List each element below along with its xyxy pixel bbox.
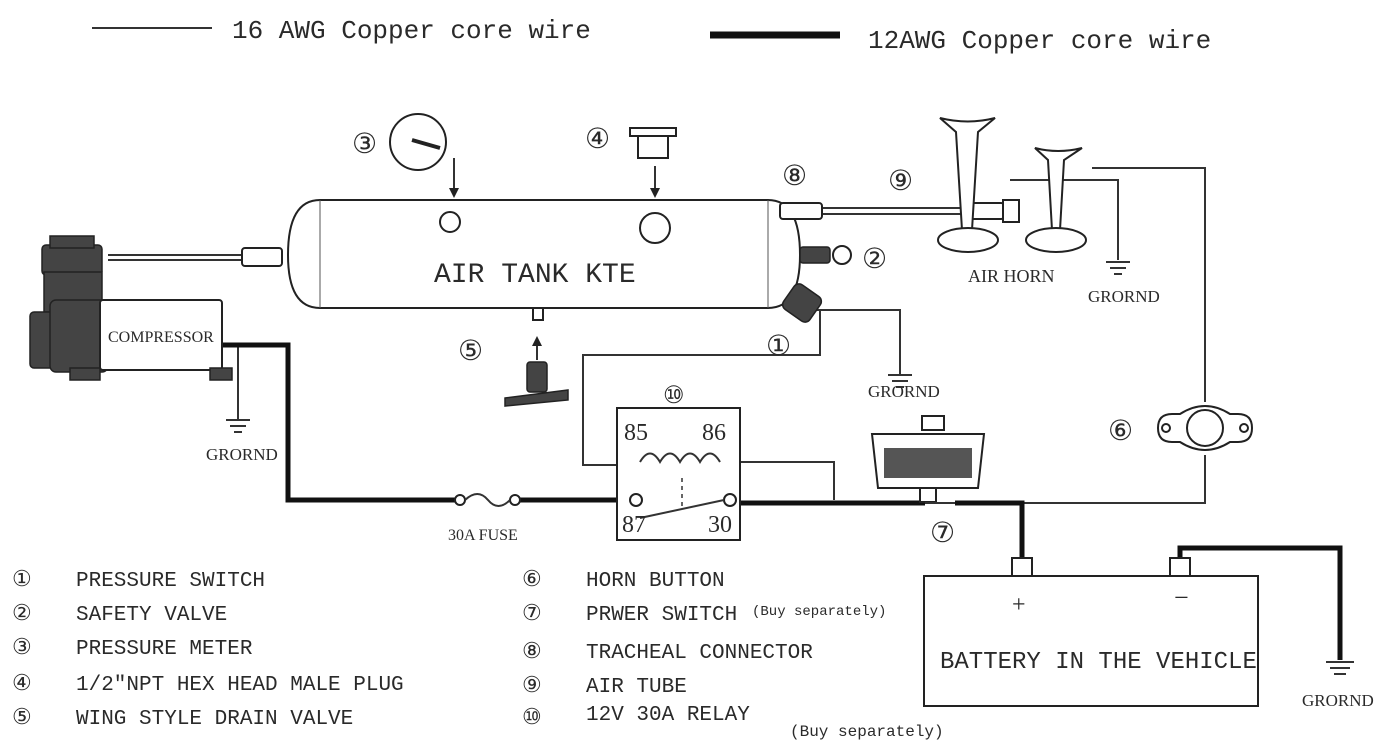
- legend: 16 AWG Copper core wire 12AWG Copper cor…: [92, 16, 1211, 56]
- tracheal-connector: [779, 202, 1005, 220]
- part-label-8: TRACHEAL CONNECTOR: [586, 642, 813, 665]
- relay: 85 86 87 30: [616, 407, 741, 541]
- air-tank-label: AIR TANK KTE: [434, 260, 636, 291]
- battery: + − BATTERY IN THE VEHICLE: [923, 557, 1259, 707]
- compressor-label: COMPRESSOR: [108, 329, 214, 346]
- thin-wires: [108, 167, 1206, 504]
- part-num-3: ③: [12, 634, 32, 659]
- pressure-meter: [389, 113, 459, 198]
- part-num-5: ⑤: [12, 704, 32, 729]
- part-label-6: HORN BUTTON: [586, 570, 725, 593]
- parts-list-left: ① PRESSURE SWITCH ② SAFETY VALVE ③ PRESS…: [12, 566, 404, 731]
- callout-10: ⑩: [663, 383, 685, 409]
- ground-battery: GRORND: [1302, 661, 1374, 710]
- part-label-1: PRESSURE SWITCH: [76, 570, 265, 593]
- legend-thick-label: 12AWG Copper core wire: [868, 26, 1211, 56]
- fuse: 30A FUSE: [448, 493, 521, 544]
- callout-5: ⑤: [458, 336, 483, 367]
- air-horn-label: AIR HORN: [968, 266, 1055, 286]
- ground-switch: GRORND: [868, 374, 940, 401]
- part-num-8: ⑧: [522, 638, 542, 663]
- part-num-2: ②: [12, 600, 32, 625]
- callout-7: ⑦: [930, 518, 955, 549]
- legend-thin-label: 16 AWG Copper core wire: [232, 16, 591, 46]
- callouts: ① ② ③ ④ ⑤ ⑥ ⑦ ⑧ ⑨ ⑩: [352, 124, 1133, 549]
- ground-label-3: GRORND: [1088, 287, 1160, 306]
- part-num-1: ①: [12, 566, 32, 591]
- battery-minus: −: [1174, 583, 1189, 612]
- relay-pin-87: 87: [622, 512, 646, 538]
- part-label-9: AIR TUBE: [586, 676, 687, 699]
- ground-label-1: GRORND: [206, 445, 278, 464]
- part-label-3: PRESSURE METER: [76, 638, 253, 661]
- relay-pin-30: 30: [708, 512, 732, 538]
- horn-button: [1156, 405, 1254, 451]
- part-num-6: ⑥: [522, 566, 542, 591]
- ground-label-4: GRORND: [1302, 691, 1374, 710]
- callout-8: ⑧: [782, 161, 807, 192]
- callout-3: ③: [352, 129, 377, 160]
- callout-2: ②: [862, 244, 887, 275]
- compressor: COMPRESSOR: [29, 235, 283, 381]
- air-tank: AIR TANK KTE: [286, 199, 802, 321]
- ground-compressor: GRORND: [206, 419, 278, 464]
- battery-plus: +: [1012, 592, 1026, 618]
- drain-valve: [504, 336, 569, 407]
- ground-horn: GRORND: [1088, 261, 1160, 306]
- ground-label-2: GRORND: [868, 382, 940, 401]
- part-num-4: ④: [12, 670, 32, 695]
- pressure-switch: [781, 283, 823, 323]
- part-num-7: ⑦: [522, 600, 542, 625]
- note-buy-relay: (Buy separately): [790, 723, 944, 741]
- callout-1: ①: [766, 331, 791, 362]
- hex-plug: [629, 127, 677, 198]
- safety-valve: [799, 245, 852, 265]
- part-label-4: 1/2"NPT HEX HEAD MALE PLUG: [76, 674, 404, 697]
- part-label-2: SAFETY VALVE: [76, 604, 227, 627]
- part-label-10: 12V 30A RELAY: [586, 704, 750, 727]
- callout-6: ⑥: [1108, 416, 1133, 447]
- fuse-label: 30A FUSE: [448, 527, 518, 544]
- callout-9: ⑨: [888, 166, 913, 197]
- part-label-7: PRWER SWITCH: [586, 604, 737, 627]
- callout-4: ④: [585, 124, 610, 155]
- relay-pin-85: 85: [624, 420, 648, 446]
- relay-pin-86: 86: [702, 420, 726, 446]
- battery-label: BATTERY IN THE VEHICLE: [940, 649, 1257, 676]
- part-num-10: ⑩: [522, 704, 542, 729]
- thick-wires: [222, 342, 1343, 660]
- part-label-5: WING STYLE DRAIN VALVE: [76, 708, 353, 731]
- air-horn: AIR HORN: [937, 117, 1087, 286]
- part-num-9: ⑨: [522, 672, 542, 697]
- power-switch: [870, 415, 986, 504]
- note-buy-switch: (Buy separately): [752, 604, 886, 620]
- parts-list-right: ⑥ HORN BUTTON ⑦ PRWER SWITCH (Buy separa…: [522, 566, 944, 741]
